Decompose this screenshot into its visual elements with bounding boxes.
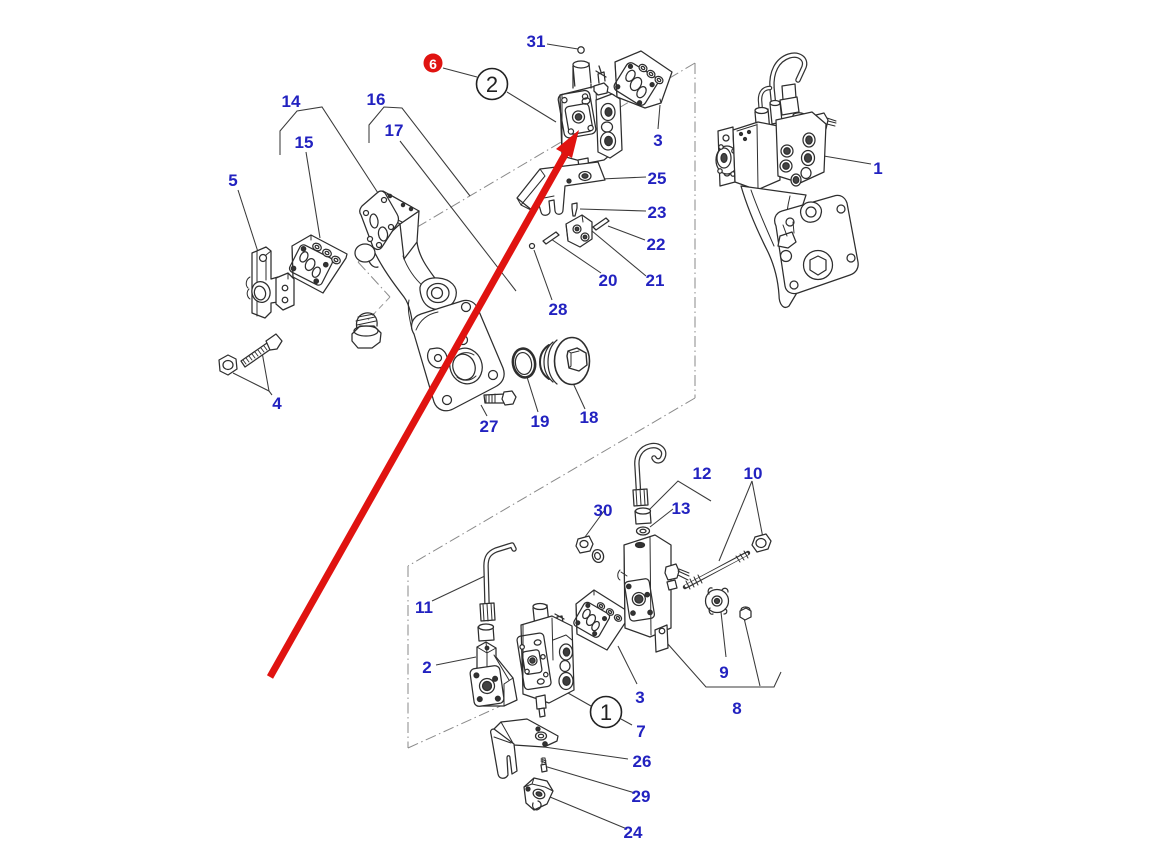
svg-text:2: 2 xyxy=(486,72,498,97)
svg-text:21: 21 xyxy=(646,271,665,290)
svg-text:14: 14 xyxy=(282,92,301,111)
svg-text:6: 6 xyxy=(429,56,437,72)
svg-text:27: 27 xyxy=(480,417,499,436)
svg-text:1: 1 xyxy=(600,700,612,725)
svg-text:19: 19 xyxy=(531,412,550,431)
svg-text:3: 3 xyxy=(635,688,644,707)
svg-text:28: 28 xyxy=(549,300,568,319)
svg-text:26: 26 xyxy=(633,752,652,771)
svg-text:2: 2 xyxy=(422,658,431,677)
svg-text:7: 7 xyxy=(636,722,645,741)
svg-text:18: 18 xyxy=(580,408,599,427)
svg-text:1: 1 xyxy=(873,159,882,178)
svg-text:17: 17 xyxy=(385,121,404,140)
svg-text:23: 23 xyxy=(648,203,667,222)
svg-text:20: 20 xyxy=(599,271,618,290)
svg-text:11: 11 xyxy=(415,598,433,617)
svg-text:30: 30 xyxy=(594,501,613,520)
svg-text:8: 8 xyxy=(732,699,741,718)
svg-text:13: 13 xyxy=(672,499,691,518)
svg-text:10: 10 xyxy=(744,464,763,483)
svg-text:5: 5 xyxy=(228,171,237,190)
svg-text:12: 12 xyxy=(693,464,712,483)
svg-text:31: 31 xyxy=(527,32,546,51)
svg-text:25: 25 xyxy=(648,169,667,188)
svg-text:16: 16 xyxy=(367,90,386,109)
svg-text:22: 22 xyxy=(647,235,666,254)
svg-text:3: 3 xyxy=(653,131,662,150)
svg-text:4: 4 xyxy=(272,394,282,413)
svg-text:9: 9 xyxy=(719,663,728,682)
svg-text:24: 24 xyxy=(624,823,643,842)
svg-text:29: 29 xyxy=(632,787,651,806)
svg-text:15: 15 xyxy=(295,133,314,152)
